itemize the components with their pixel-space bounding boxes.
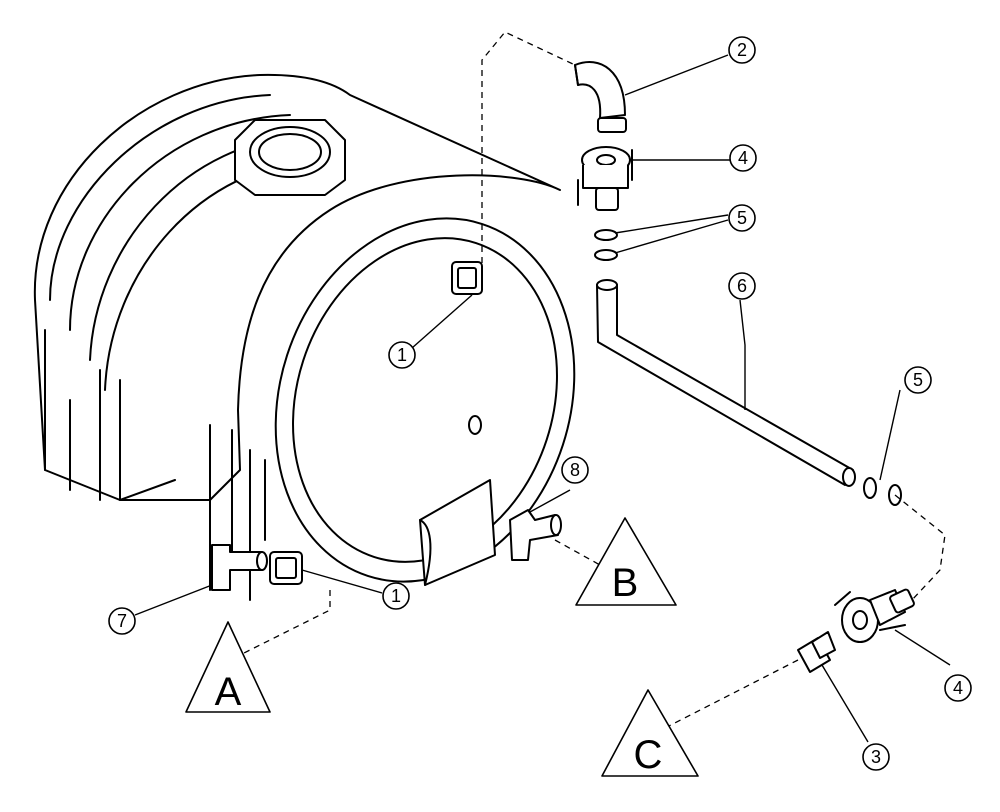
connector-lines [239,31,946,729]
callout-4-upper-label: 4 [738,148,748,168]
part-3-nipple [797,631,836,673]
callout-5-upper: 5 [728,204,756,232]
part-4-coupler-lower [834,588,915,643]
callout-1-upper-label: 1 [397,345,407,365]
callout-5-right: 5 [904,366,932,394]
callout-1-lower: 1 [382,582,410,610]
triangle-c: C [601,689,699,777]
callout-1-lower-label: 1 [391,586,401,606]
part-5-clamps-upper [594,229,618,261]
callout-8: 8 [561,456,589,484]
triangle-b: B [575,517,677,606]
tank [33,73,576,601]
leader-lines [134,54,951,743]
part-4-coupler-upper [577,146,633,211]
callout-3: 3 [862,743,890,771]
callout-1-upper: 1 [388,341,416,369]
triangle-c-label: C [634,733,663,777]
callout-8-label: 8 [570,460,580,480]
callout-2: 2 [728,36,756,64]
callout-7: 7 [108,607,136,635]
part-8-elbow [509,509,562,561]
callout-7-label: 7 [117,611,127,631]
triangle-a: A [185,621,271,714]
callout-6-label: 6 [737,276,747,296]
callout-4-lower: 4 [944,674,972,702]
triangle-b-label: B [612,561,639,605]
callout-4-upper: 4 [729,144,757,172]
callout-3-label: 3 [871,747,881,767]
callout-5-right-label: 5 [913,370,923,390]
part-6-pipe [596,279,856,487]
part-5-clamps-lower [863,477,902,506]
callout-4-lower-label: 4 [953,678,963,698]
callout-6: 6 [728,272,756,300]
part-2-elbow [574,61,627,133]
triangle-a-label: A [215,670,242,714]
callout-5-upper-label: 5 [737,208,747,228]
callout-2-label: 2 [737,40,747,60]
